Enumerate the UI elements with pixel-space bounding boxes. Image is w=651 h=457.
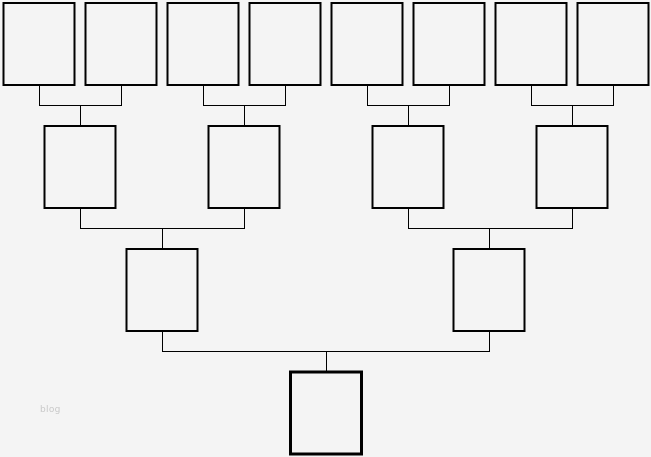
connector-gen1-1	[39, 85, 122, 126]
person-box-gen2-3	[371, 125, 445, 209]
person-box-gen2-1	[43, 125, 117, 209]
connector-gen1-2	[203, 85, 286, 126]
connector-gen2-2	[408, 208, 573, 249]
connector-gen3-1	[162, 331, 490, 372]
person-box-gen2-4	[535, 125, 609, 209]
connector-lines	[39, 85, 614, 372]
person-box-gen1-3	[166, 2, 240, 86]
person-box-gen1-4	[248, 2, 322, 86]
person-box-gen2-2	[207, 125, 281, 209]
watermark-text: blog	[40, 405, 61, 415]
person-box-gen3-1	[125, 248, 199, 332]
person-box-gen1-5	[330, 2, 404, 86]
person-box-gen1-2	[84, 2, 158, 86]
connector-gen1-4	[531, 85, 614, 126]
connector-gen2-1	[80, 208, 245, 249]
person-box-gen1-8	[576, 2, 650, 86]
person-box-gen1-6	[412, 2, 486, 86]
person-box-gen1-7	[494, 2, 568, 86]
person-box-gen4-1	[289, 370, 363, 456]
person-box-gen3-2	[452, 248, 526, 332]
person-box-gen1-1	[2, 2, 76, 86]
connector-gen1-3	[367, 85, 450, 126]
